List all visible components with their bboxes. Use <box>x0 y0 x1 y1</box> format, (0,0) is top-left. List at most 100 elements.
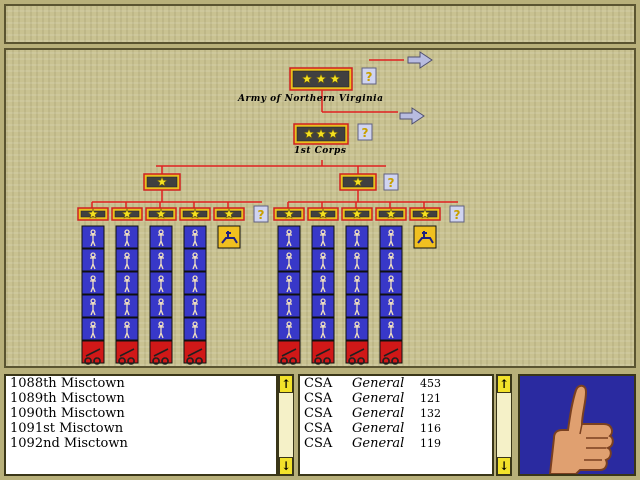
list-item[interactable]: CSA General 121 <box>300 391 492 406</box>
general-list[interactable]: CSA General 453 CSA General 121 CSA Gene… <box>298 374 494 476</box>
help-button[interactable] <box>449 205 465 223</box>
star-icon <box>327 128 339 139</box>
cavalry-rider-icon <box>221 231 238 244</box>
infantry-soldier-icon <box>286 229 292 247</box>
help-glyph: ? <box>454 208 461 222</box>
infantry-soldier-icon <box>90 321 96 339</box>
scroll-up-button[interactable]: ↑ <box>279 375 293 393</box>
general-side: CSA <box>304 406 333 421</box>
infantry-soldier-icon <box>158 298 164 316</box>
list-item[interactable]: 1089th Misctown <box>10 391 125 406</box>
next-arrow-button[interactable] <box>399 107 425 125</box>
general-list-scrollbar[interactable]: ↑ ↓ <box>496 374 512 476</box>
infantry-soldier-icon <box>388 275 394 293</box>
corps-label: 1st Corps <box>294 146 347 156</box>
scroll-up-button[interactable]: ↑ <box>497 375 511 393</box>
list-item[interactable]: CSA General 132 <box>300 406 492 421</box>
star-icon <box>351 208 363 219</box>
infantry-soldier-icon <box>158 275 164 293</box>
cannon-icon <box>84 348 101 365</box>
infantry-soldier-icon <box>192 252 198 270</box>
infantry-soldier-icon <box>286 252 292 270</box>
infantry-soldier-icon <box>286 321 292 339</box>
star-icon <box>317 208 329 219</box>
star-icon <box>189 208 201 219</box>
infantry-soldier-icon <box>90 298 96 316</box>
infantry-soldier-icon <box>192 298 198 316</box>
infantry-soldier-icon <box>388 229 394 247</box>
infantry-soldier-icon <box>124 252 130 270</box>
army-label: Army of Northern Virginia <box>238 94 384 104</box>
star-icon <box>419 208 431 219</box>
infantry-soldier-icon <box>124 275 130 293</box>
list-item[interactable]: 1092nd Misctown <box>10 436 128 451</box>
infantry-soldier-icon <box>388 298 394 316</box>
general-title: General <box>352 391 405 406</box>
list-item[interactable]: 1090th Misctown <box>10 406 125 421</box>
help-button[interactable] <box>383 173 399 191</box>
infantry-soldier-icon <box>354 252 360 270</box>
star-icon <box>283 208 295 219</box>
help-glyph: ? <box>362 126 369 140</box>
star-icon <box>352 176 364 187</box>
cannon-icon <box>382 348 399 365</box>
infantry-soldier-icon <box>320 321 326 339</box>
star-icon <box>303 128 315 139</box>
list-item[interactable]: 1088th Misctown <box>10 376 125 391</box>
general-value: 116 <box>420 422 441 435</box>
list-item[interactable]: CSA General 116 <box>300 421 492 436</box>
general-value: 119 <box>420 437 441 450</box>
infantry-soldier-icon <box>124 321 130 339</box>
infantry-soldier-icon <box>124 229 130 247</box>
next-arrow-button[interactable] <box>407 51 433 69</box>
star-icon <box>301 73 313 84</box>
general-title: General <box>352 421 405 436</box>
list-item[interactable]: CSA General 119 <box>300 436 492 451</box>
general-title: General <box>352 436 405 451</box>
star-icon <box>315 73 327 84</box>
help-button[interactable] <box>357 123 373 141</box>
help-glyph: ? <box>366 70 373 84</box>
star-icon <box>385 208 397 219</box>
infantry-soldier-icon <box>320 229 326 247</box>
infantry-soldier-icon <box>354 229 360 247</box>
star-icon <box>156 176 168 187</box>
general-side: CSA <box>304 421 333 436</box>
general-value: 453 <box>420 377 441 390</box>
cannon-icon <box>314 348 331 365</box>
thumbs-up-icon <box>548 384 614 474</box>
cannon-icon <box>118 348 135 365</box>
org-chart-area: ????? Army of Northern Virginia 1st Corp… <box>4 48 636 368</box>
top-status-bar <box>4 4 636 44</box>
infantry-soldier-icon <box>90 252 96 270</box>
infantry-soldier-icon <box>388 252 394 270</box>
infantry-soldier-icon <box>320 252 326 270</box>
cannon-icon <box>186 348 203 365</box>
scroll-down-button[interactable]: ↓ <box>497 457 511 475</box>
star-icon <box>155 208 167 219</box>
help-button[interactable] <box>253 205 269 223</box>
help-button[interactable] <box>361 67 377 85</box>
unit-list-scrollbar[interactable]: ↑ ↓ <box>278 374 294 476</box>
general-side: CSA <box>304 376 333 391</box>
list-item[interactable]: 1091st Misctown <box>10 421 124 436</box>
general-value: 132 <box>420 407 441 420</box>
star-icon <box>329 73 341 84</box>
infantry-soldier-icon <box>320 275 326 293</box>
infantry-soldier-icon <box>354 321 360 339</box>
infantry-soldier-icon <box>192 321 198 339</box>
infantry-soldier-icon <box>388 321 394 339</box>
scroll-down-button[interactable]: ↓ <box>279 457 293 475</box>
infantry-soldier-icon <box>90 229 96 247</box>
infantry-soldier-icon <box>192 275 198 293</box>
help-glyph: ? <box>258 208 265 222</box>
cavalry-rider-icon <box>417 231 434 244</box>
infantry-soldier-icon <box>320 298 326 316</box>
unit-list[interactable]: 1088th Misctown 1089th Misctown 1090th M… <box>4 374 278 476</box>
infantry-soldier-icon <box>90 275 96 293</box>
general-title: General <box>352 376 405 391</box>
cannon-icon <box>280 348 297 365</box>
list-item[interactable]: CSA General 453 <box>300 376 492 391</box>
infantry-soldier-icon <box>158 252 164 270</box>
infantry-soldier-icon <box>158 321 164 339</box>
